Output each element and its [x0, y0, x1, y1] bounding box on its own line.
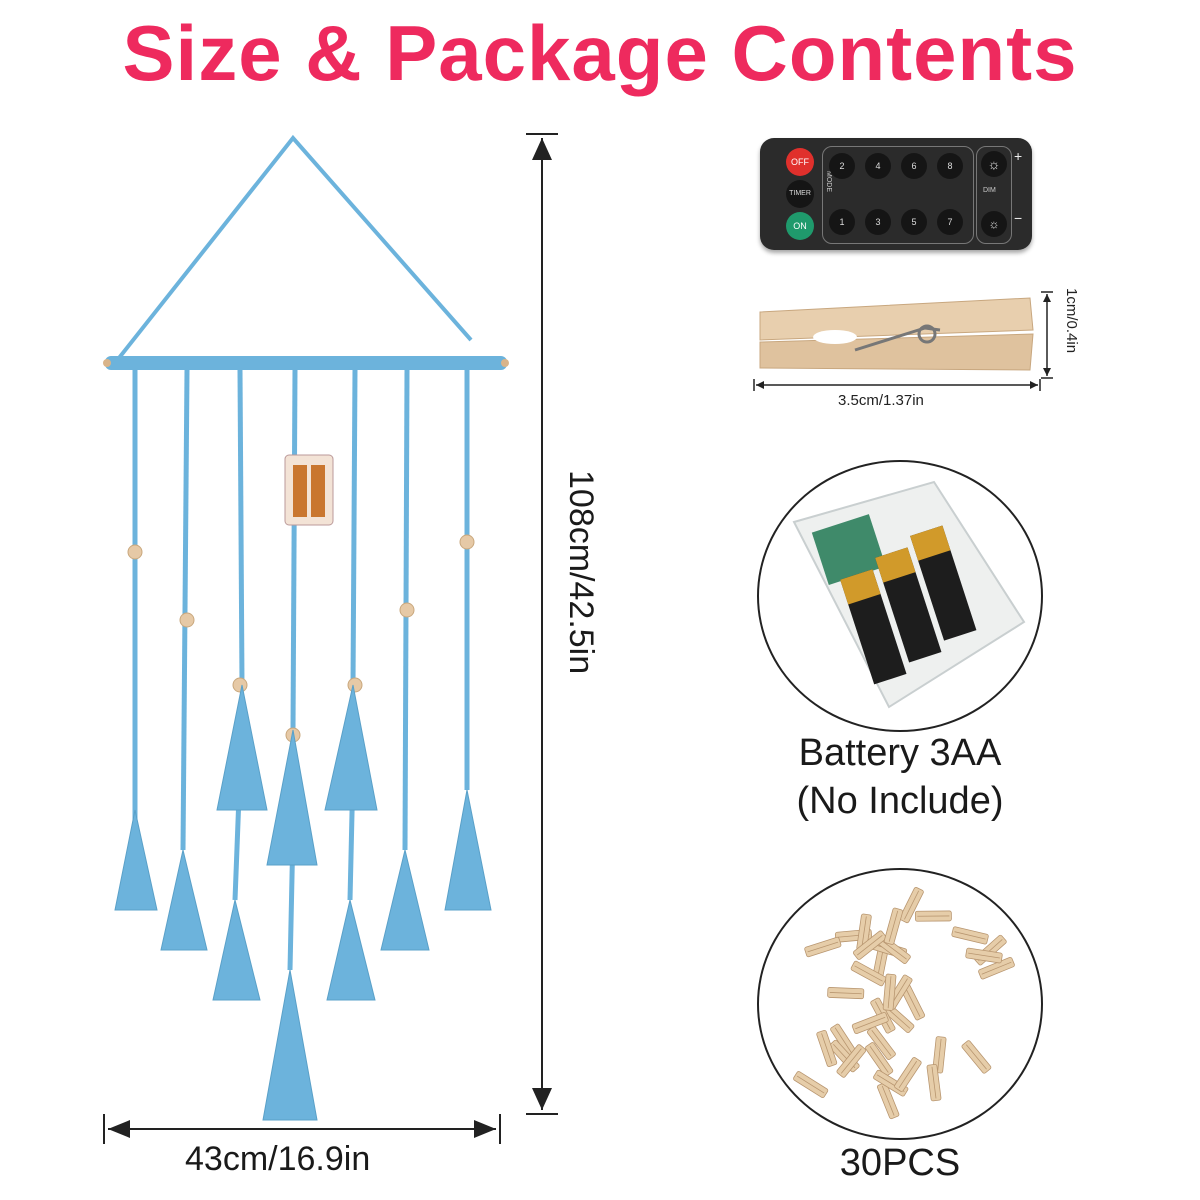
number-pad: 2 4 6 8 1 3 5 7 [822, 146, 974, 244]
number-button: 4 [865, 153, 891, 179]
dim-label: DIM [983, 187, 996, 194]
mini-clip [883, 907, 904, 945]
battery-caption-line1: Battery 3AA [798, 732, 1002, 774]
width-dimension-arrow [103, 1114, 501, 1144]
battery-box-image [792, 480, 1026, 709]
page-title: Size & Package Contents [122, 9, 1078, 97]
wooden-clip-image [759, 297, 1034, 371]
clips-pack-caption: 30PCS [839, 1142, 961, 1184]
mini-clip [978, 957, 1015, 980]
mini-clip [894, 1057, 922, 1092]
brightness-up-icon: ☼ [981, 151, 1007, 177]
mini-clip [850, 960, 887, 987]
tassel-wall-hanging-image [103, 134, 509, 1121]
mini-clip [882, 973, 897, 1011]
battery-box-circle [757, 460, 1043, 732]
dim-pad: ☼ DIM ☼ [976, 146, 1012, 244]
battery-caption-line2: (No Include) [796, 780, 1004, 822]
number-button: 5 [901, 209, 927, 235]
on-button: ON [786, 212, 814, 240]
remote-control-image: OFF TIMER ON MODE 2 4 6 8 1 3 5 7 ☼ DIM … [760, 138, 1032, 250]
brightness-down-icon: ☼ [981, 211, 1007, 237]
mini-clip [793, 1071, 829, 1099]
mini-clip [816, 1029, 838, 1067]
number-button: 8 [937, 153, 963, 179]
clips-pack-circle [757, 868, 1043, 1140]
mini-clip [865, 1042, 894, 1077]
mini-clip [914, 910, 952, 922]
mini-clip [926, 1063, 942, 1102]
clip-width-label: 3.5cm/1.37in [838, 392, 924, 409]
number-button: 3 [865, 209, 891, 235]
plus-sign: + [1014, 148, 1023, 164]
mini-clip [899, 887, 924, 924]
mini-clip [951, 926, 989, 945]
width-label: 43cm/16.9in [185, 1140, 371, 1178]
timer-button: TIMER [786, 180, 814, 208]
mini-clip [804, 936, 842, 958]
clip-width-arrow [753, 379, 1041, 391]
mini-clip [852, 930, 887, 960]
off-button: OFF [786, 148, 814, 176]
clip-height-arrow [1041, 291, 1053, 379]
number-button: 6 [901, 153, 927, 179]
mini-clip [877, 1082, 900, 1120]
number-button: 7 [937, 209, 963, 235]
mini-clip [851, 1012, 889, 1034]
number-button: 1 [829, 209, 855, 235]
mini-clip [836, 1044, 867, 1078]
mini-clip [827, 987, 865, 1000]
minus-sign: − [1014, 210, 1023, 226]
clip-height-label: 1cm/0.4in [1063, 288, 1080, 354]
mini-clip [866, 1026, 896, 1060]
height-label: 108cm/42.5in [562, 470, 600, 675]
height-dimension-arrow [526, 133, 558, 1115]
number-button: 2 [829, 153, 855, 179]
mini-clip [965, 947, 1003, 964]
clip-pile-image [793, 887, 1015, 1120]
mini-clip [961, 1040, 992, 1074]
